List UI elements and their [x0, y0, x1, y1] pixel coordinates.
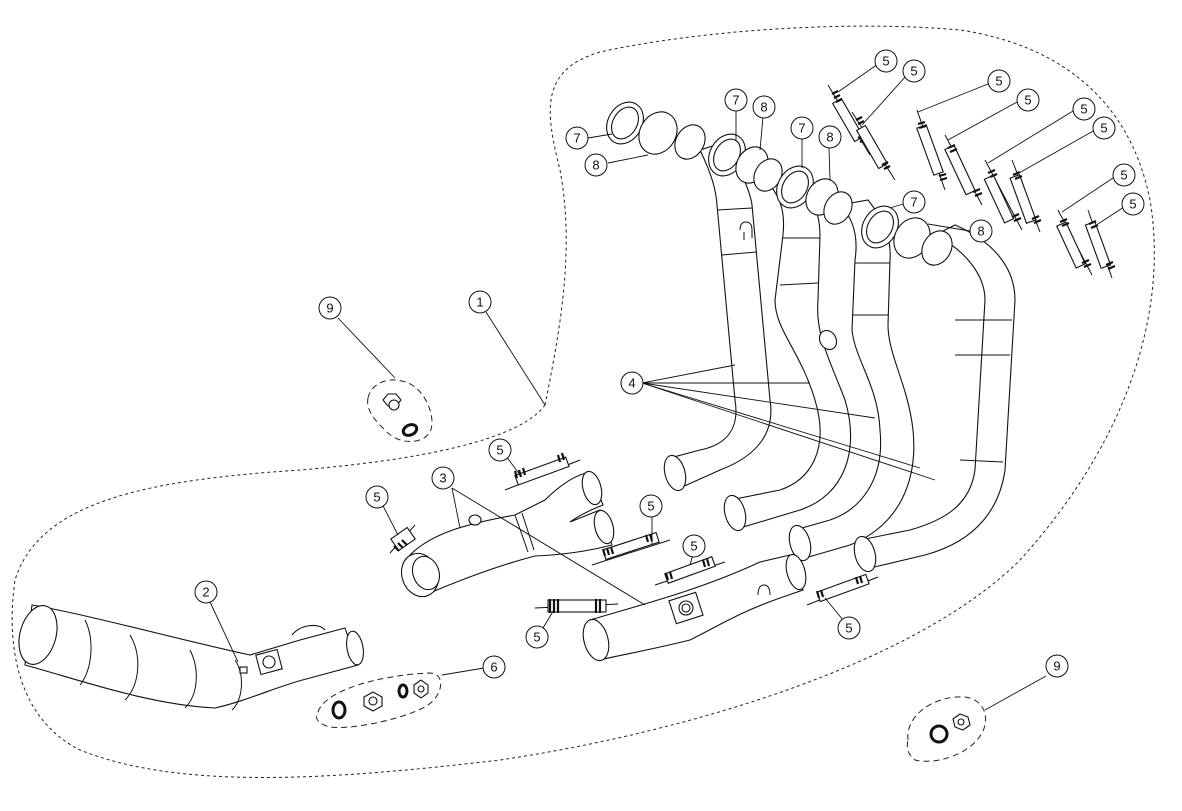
spring	[1084, 209, 1116, 279]
svg-text:7: 7	[798, 121, 805, 136]
callout-5[interactable]: 5	[365, 485, 389, 509]
callout-7[interactable]: 7	[724, 88, 748, 112]
svg-text:2: 2	[202, 585, 209, 600]
callout-7[interactable]: 7	[902, 190, 926, 214]
callout-5[interactable]: 5	[1112, 163, 1136, 187]
spring	[1009, 159, 1042, 233]
callout-8[interactable]: 8	[584, 153, 608, 177]
svg-text:5: 5	[882, 54, 889, 69]
spring	[851, 111, 896, 181]
callout-6[interactable]: 6	[482, 655, 506, 679]
callout-2[interactable]: 2	[194, 580, 218, 604]
callout-7[interactable]: 7	[790, 116, 814, 140]
callout-9-left[interactable]: 9	[318, 296, 342, 320]
svg-text:1: 1	[476, 295, 483, 310]
callout-5[interactable]: 5	[639, 494, 663, 518]
callout-5[interactable]: 5	[1092, 116, 1116, 140]
svg-text:5: 5	[910, 64, 917, 79]
callout-3[interactable]: 3	[431, 466, 455, 490]
callout-5[interactable]: 5	[874, 49, 898, 73]
spring	[389, 524, 416, 554]
plug-kit-right	[906, 696, 987, 762]
spring	[1056, 209, 1093, 276]
callout-4[interactable]: 4	[620, 371, 644, 395]
callout-5[interactable]: 5	[902, 59, 926, 83]
callout-5[interactable]: 5	[488, 438, 512, 462]
callout-9-right[interactable]: 9	[1045, 654, 1069, 678]
callout-5[interactable]: 5	[682, 534, 706, 558]
callout-5[interactable]: 5	[1072, 97, 1096, 121]
svg-text:9: 9	[1053, 659, 1060, 674]
callout-7[interactable]: 7	[565, 126, 589, 150]
svg-text:5: 5	[845, 621, 852, 636]
callout-5[interactable]: 5	[837, 616, 861, 640]
spring	[983, 159, 1023, 231]
springs	[389, 84, 1116, 613]
spring	[916, 109, 948, 191]
plug-kit-left	[367, 379, 433, 442]
svg-text:5: 5	[1024, 93, 1031, 108]
svg-text:9: 9	[326, 301, 333, 316]
callout-5[interactable]: 5	[1016, 88, 1040, 112]
gaskets-and-flanges	[606, 101, 953, 266]
svg-text:7: 7	[910, 195, 917, 210]
spring	[534, 599, 619, 613]
muffler	[18, 604, 364, 711]
spring	[944, 134, 983, 206]
svg-text:5: 5	[1120, 168, 1127, 183]
svg-text:7: 7	[573, 131, 580, 146]
svg-text:8: 8	[826, 130, 833, 145]
svg-text:5: 5	[1080, 102, 1087, 117]
svg-text:5: 5	[995, 74, 1002, 89]
svg-text:8: 8	[977, 224, 984, 239]
svg-text:6: 6	[490, 660, 497, 675]
callout-1[interactable]: 1	[468, 290, 492, 314]
callout-5[interactable]: 5	[1121, 192, 1145, 216]
svg-text:8: 8	[592, 158, 599, 173]
mid-pipe	[582, 553, 807, 662]
callout-5[interactable]: 5	[987, 69, 1011, 93]
svg-text:7: 7	[732, 93, 739, 108]
leader-lines	[209, 63, 1125, 711]
svg-text:5: 5	[1100, 121, 1107, 136]
svg-text:3: 3	[439, 471, 446, 486]
callout-8[interactable]: 8	[818, 125, 842, 149]
spring	[827, 84, 871, 156]
spring	[591, 531, 671, 566]
callout-8[interactable]: 8	[969, 219, 993, 243]
svg-text:5: 5	[1129, 197, 1136, 212]
svg-text:5: 5	[373, 490, 380, 505]
svg-text:5: 5	[533, 630, 540, 645]
system-boundary	[11, 25, 1155, 778]
header-pipes	[663, 141, 1016, 573]
spring	[654, 556, 726, 586]
spring	[504, 452, 581, 491]
callouts: 1 9 2 3 4 6 9 7 8 7 8 7 8 7 8 5 5 5 5 5 …	[194, 49, 1145, 679]
svg-text:8: 8	[760, 100, 767, 115]
svg-text:5: 5	[690, 539, 697, 554]
spring	[806, 573, 879, 606]
svg-text:4: 4	[628, 376, 635, 391]
sensor-plug-kit	[316, 672, 442, 729]
svg-text:5: 5	[496, 443, 503, 458]
svg-text:5: 5	[647, 499, 654, 514]
callout-8[interactable]: 8	[752, 95, 776, 119]
callout-5[interactable]: 5	[525, 625, 549, 649]
link-pipe	[400, 470, 615, 598]
